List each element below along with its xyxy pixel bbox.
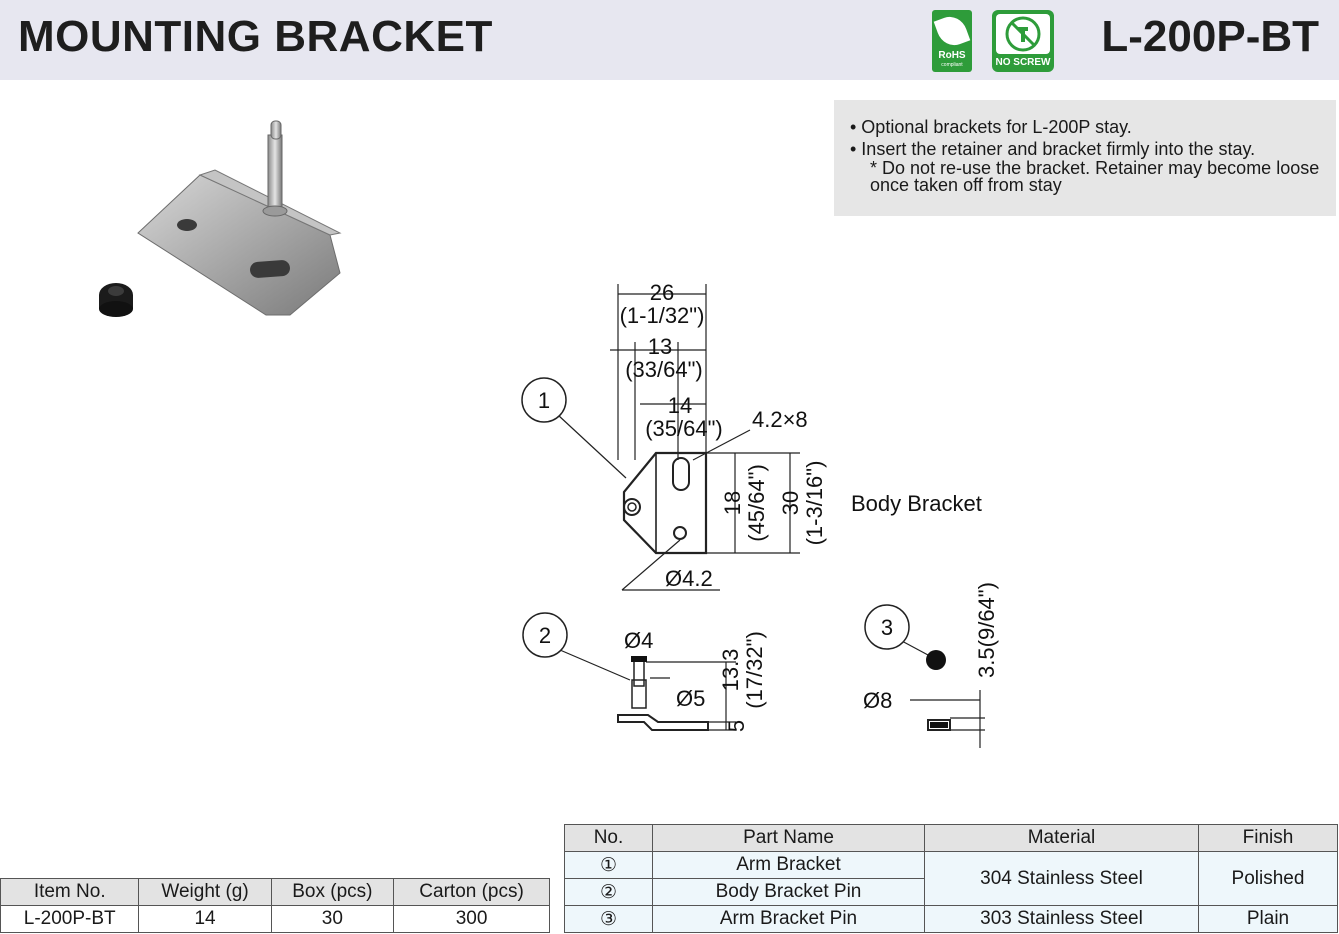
table-row: ② Body Bracket Pin	[564, 878, 1338, 906]
col-no: No.	[564, 824, 653, 852]
header-bar: MOUNTING BRACKET RoHS compliant NO SCREW…	[0, 0, 1339, 80]
rohs-badge-icon: RoHS compliant	[932, 10, 972, 72]
dim-cap-d8: Ø8	[863, 688, 892, 713]
callout-3: 3	[881, 615, 893, 640]
part-name: Body Bracket Pin	[652, 878, 925, 906]
cell-box: 30	[270, 905, 395, 933]
note-line-2: • Insert the retainer and bracket firmly…	[850, 139, 1256, 159]
no-screw-badge-icon: NO SCREW	[992, 10, 1054, 72]
item-table: Item No. Weight (g) Box (pcs) Carton (pc…	[0, 878, 550, 933]
dim-18-in: (45/64")	[744, 464, 769, 542]
dim-30: 30	[778, 491, 803, 515]
dim-cap-h: 3.5(9/64")	[974, 582, 999, 678]
caution-note: * Do not re-use the bracket. Retainer ma…	[870, 158, 1320, 195]
dim-pin-d5: Ø5	[676, 686, 705, 711]
cell-weight: 14	[138, 905, 272, 933]
product-photo	[90, 115, 370, 340]
parts-table: No. Part Name Material Finish ① Arm Brac…	[564, 824, 1338, 933]
part-finish: Polished	[1198, 851, 1338, 906]
dim-13: 13	[648, 334, 672, 359]
dim-pin-h-in: (17/32")	[742, 631, 767, 709]
dim-pin-5: 5	[724, 720, 749, 732]
page-title: MOUNTING BRACKET	[18, 12, 493, 61]
part-name: Arm Bracket	[652, 851, 925, 879]
col-material: Material	[924, 824, 1199, 852]
part-material: 304 Stainless Steel	[924, 851, 1199, 906]
dim-14: 14	[668, 393, 692, 418]
product-code: L-200P-BT	[1101, 12, 1319, 61]
part-name: Arm Bracket Pin	[652, 905, 925, 933]
dim-pin-h: 13.3	[718, 649, 743, 692]
part-finish: Plain	[1198, 905, 1338, 933]
callout-1: 1	[538, 388, 550, 413]
dim-26: 26	[650, 280, 674, 305]
leaf-icon	[933, 12, 971, 50]
table-row: ① Arm Bracket 304 Stainless Steel Polish…	[564, 851, 1338, 906]
cell-carton: 300	[393, 905, 550, 933]
col-carton: Carton (pcs)	[393, 878, 550, 906]
dim-30-in: (1-3/16")	[802, 461, 827, 546]
dim-18: 18	[720, 491, 745, 515]
parts-table-header: No. Part Name Material Finish	[564, 824, 1338, 852]
part-no: ②	[564, 878, 653, 906]
table-row: ③ Arm Bracket Pin 303 Stainless Steel Pl…	[564, 905, 1338, 933]
rohs-badge-sublabel: compliant	[941, 62, 963, 68]
body-bracket-label: Body Bracket	[851, 491, 982, 516]
dim-pin-d4: Ø4	[624, 628, 653, 653]
dim-13-in: (33/64")	[625, 357, 703, 382]
item-table-header: Item No. Weight (g) Box (pcs) Carton (pc…	[0, 878, 550, 906]
no-screw-badge-label: NO SCREW	[995, 57, 1051, 68]
notes-box: • Optional brackets for L-200P stay. • I…	[834, 100, 1336, 216]
col-item-no: Item No.	[0, 878, 140, 906]
note-line-1: • Optional brackets for L-200P stay.	[850, 117, 1132, 137]
dim-hole: Ø4.2	[665, 566, 713, 591]
callout-2: 2	[539, 623, 551, 648]
no-screw-symbol	[996, 14, 1050, 54]
table-row: L-200P-BT 14 30 300	[0, 905, 550, 933]
part-material: 303 Stainless Steel	[924, 905, 1199, 933]
part-no: ①	[564, 851, 653, 879]
col-part-name: Part Name	[652, 824, 925, 852]
cell-item-no: L-200P-BT	[0, 905, 140, 933]
dim-slot: 4.2×8	[752, 407, 808, 432]
technical-drawing: 1 2 3 26 (1-1/32") 13 (33/64") 14 (35/64…	[510, 270, 1030, 775]
rohs-badge-label: RoHS	[938, 50, 966, 61]
part-no: ③	[564, 905, 653, 933]
dim-14-in: (35/64")	[645, 416, 723, 441]
col-box: Box (pcs)	[270, 878, 395, 906]
dim-26-in: (1-1/32")	[620, 303, 705, 328]
col-finish: Finish	[1198, 824, 1338, 852]
col-weight: Weight (g)	[138, 878, 272, 906]
